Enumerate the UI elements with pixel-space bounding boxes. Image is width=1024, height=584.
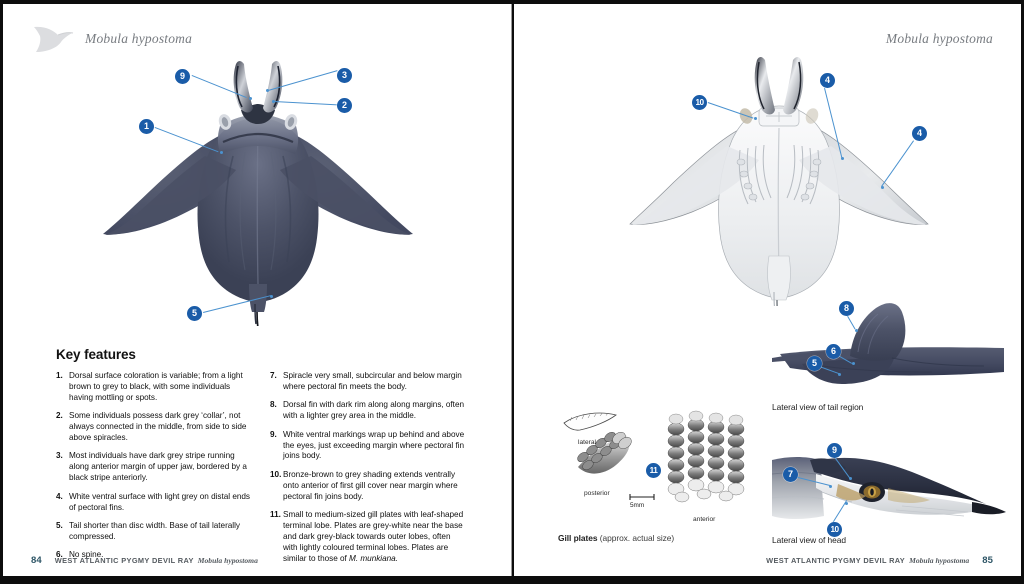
- running-foot-species-left: Mobula hypostoma: [197, 556, 258, 565]
- key-feature-number: 4.: [56, 491, 63, 501]
- leader-dot-7-head: [829, 485, 833, 489]
- running-foot-right: WEST ATLANTIC PYGMY DEVIL RAY: [766, 556, 906, 565]
- leader-dot-6-tail: [852, 362, 856, 366]
- key-feature-number: 3.: [56, 451, 63, 461]
- callout-2-dorsal[interactable]: 2: [337, 98, 352, 113]
- leader-dot-4a: [841, 157, 845, 161]
- runhead-species-right: Mobula hypostoma: [885, 31, 993, 46]
- key-feature-item: 6. No spine.: [56, 550, 252, 561]
- key-feature-item: 11. Small to medium-sized gill plates wi…: [270, 510, 466, 565]
- key-feature-item: 7. Spiracle very small, subcircular and …: [270, 371, 466, 393]
- page-number-right: 85: [982, 555, 993, 566]
- key-features-column-1: 1. Dorsal surface coloration is variable…: [56, 371, 252, 572]
- key-feature-number: 10.: [270, 469, 282, 479]
- runhead-species-left: Mobula hypostoma: [85, 31, 193, 46]
- right-page: Mobula hypostoma: [514, 4, 1021, 576]
- key-feature-number: 9.: [270, 429, 277, 439]
- key-feature-text: White ventral markings wrap up behind an…: [283, 429, 465, 461]
- page-number-left: 84: [31, 555, 42, 566]
- callout-10-head[interactable]: 10: [827, 522, 842, 537]
- key-feature-item: 2. Some individuals possess dark grey ‘c…: [56, 411, 252, 444]
- leader-dot-8-tail: [855, 329, 859, 333]
- gill-plates-caption: Gill plates (approx. actual size): [558, 533, 674, 543]
- callout-9-dorsal[interactable]: 9: [175, 69, 190, 84]
- key-feature-text: Most individuals have dark grey stripe r…: [69, 451, 247, 483]
- callout-6-tail[interactable]: 6: [826, 344, 841, 359]
- ventral-view-illustration: [629, 57, 929, 306]
- key-feature-number: 2.: [56, 411, 63, 421]
- key-feature-text: Spiracle very small, subcircular and bel…: [283, 371, 462, 391]
- gill-label-posterior: posterior: [584, 490, 610, 497]
- gill-plates-caption-light: (approx. actual size): [599, 533, 675, 543]
- key-feature-text: Bronze-brown to grey shading extends ven…: [283, 469, 458, 501]
- runhead-left: Mobula hypostoma: [31, 26, 192, 52]
- leader-dot-2: [272, 100, 276, 104]
- key-feature-item: 5. Tail shorter than disc width. Base of…: [56, 521, 252, 543]
- ray-silhouette-icon: [34, 26, 74, 52]
- gill-label-lateral: lateral: [578, 439, 596, 446]
- callout-7-head[interactable]: 7: [783, 467, 798, 482]
- callout-10-ventral[interactable]: 10: [692, 95, 707, 110]
- leader-dot-9-head: [849, 477, 853, 481]
- key-feature-number: 5.: [56, 520, 63, 530]
- key-feature-item: 9. White ventral markings wrap up behind…: [270, 430, 466, 463]
- running-foot-left: WEST ATLANTIC PYGMY DEVIL RAY: [54, 556, 194, 565]
- gill-plates-illustration: [563, 410, 745, 503]
- key-feature-item: 3. Most individuals have dark grey strip…: [56, 451, 252, 484]
- callout-11-gill-plates[interactable]: 11: [646, 463, 661, 478]
- key-feature-text: Some individuals possess dark grey ‘coll…: [69, 411, 247, 443]
- key-feature-number: 1.: [56, 371, 63, 380]
- callout-4-ventral-body[interactable]: 4: [820, 73, 835, 88]
- key-feature-text: Tail shorter than disc width. Base of ta…: [69, 520, 240, 541]
- gill-plates-caption-bold: Gill plates: [558, 533, 598, 543]
- key-feature-text-italic: M. munkiana.: [349, 553, 398, 563]
- leader-dot-5: [270, 295, 274, 299]
- key-features-section: Key features 1. Dorsal surface coloratio…: [56, 347, 466, 572]
- page-gutter: [511, 4, 512, 576]
- left-page: Mobula hypostoma: [3, 4, 512, 576]
- running-foot-species-right: Mobula hypostoma: [909, 556, 970, 565]
- key-feature-text: White ventral surface with light grey on…: [69, 491, 250, 512]
- key-features-column-2: 7. Spiracle very small, subcircular and …: [270, 371, 466, 572]
- leader-dot-10-head: [845, 502, 849, 506]
- leader-dot-10-ventral: [754, 117, 758, 121]
- key-feature-number: 8.: [270, 400, 277, 410]
- key-feature-number: 11.: [270, 510, 281, 520]
- key-feature-item: 4. White ventral surface with light grey…: [56, 492, 252, 514]
- key-feature-text: Dorsal surface coloration is variable; f…: [69, 371, 243, 402]
- head-caption: Lateral view of head: [772, 535, 846, 545]
- callout-9-head[interactable]: 9: [827, 443, 842, 458]
- head-lateral-illustration: [772, 457, 1006, 519]
- gill-label-anterior: anterior: [693, 516, 716, 523]
- gill-scalebar-label: 5mm: [630, 502, 645, 509]
- tail-lateral-illustration: [772, 303, 1004, 384]
- key-feature-text: Small to medium-sized gill plates with l…: [283, 510, 466, 565]
- tail-caption: Lateral view of tail region: [772, 402, 864, 412]
- callout-1-dorsal[interactable]: 1: [139, 119, 154, 134]
- runhead-right: Mobula hypostoma: [886, 26, 993, 52]
- leader-dot-9: [249, 97, 253, 101]
- callout-8-tail[interactable]: 8: [839, 301, 854, 316]
- callout-3-dorsal[interactable]: 3: [337, 68, 352, 83]
- callout-5-tail[interactable]: 5: [807, 356, 822, 371]
- key-feature-item: 1. Dorsal surface coloration is variable…: [56, 371, 252, 404]
- key-feature-text-body: Small to medium-sized gill plates with l…: [283, 510, 464, 563]
- key-feature-item: 8. Dorsal fin with dark rim along along …: [270, 400, 466, 422]
- leader-dot-3: [266, 89, 270, 93]
- key-feature-number: 6.: [56, 550, 63, 560]
- dorsal-view-illustration: [103, 61, 413, 326]
- callout-5-dorsal[interactable]: 5: [187, 306, 202, 321]
- key-feature-number: 7.: [270, 371, 277, 380]
- leader-dot-5-tail: [838, 373, 842, 377]
- key-features-title: Key features: [56, 347, 136, 362]
- key-feature-text: Dorsal fin with dark rim along along mar…: [283, 400, 465, 421]
- leader-dot-1: [220, 151, 224, 155]
- leader-dot-4b: [881, 186, 885, 190]
- key-feature-item: 10. Bronze-brown to grey shading extends…: [270, 470, 466, 503]
- key-feature-text: No spine.: [69, 550, 104, 560]
- callout-4-ventral-wingtip[interactable]: 4: [912, 126, 927, 141]
